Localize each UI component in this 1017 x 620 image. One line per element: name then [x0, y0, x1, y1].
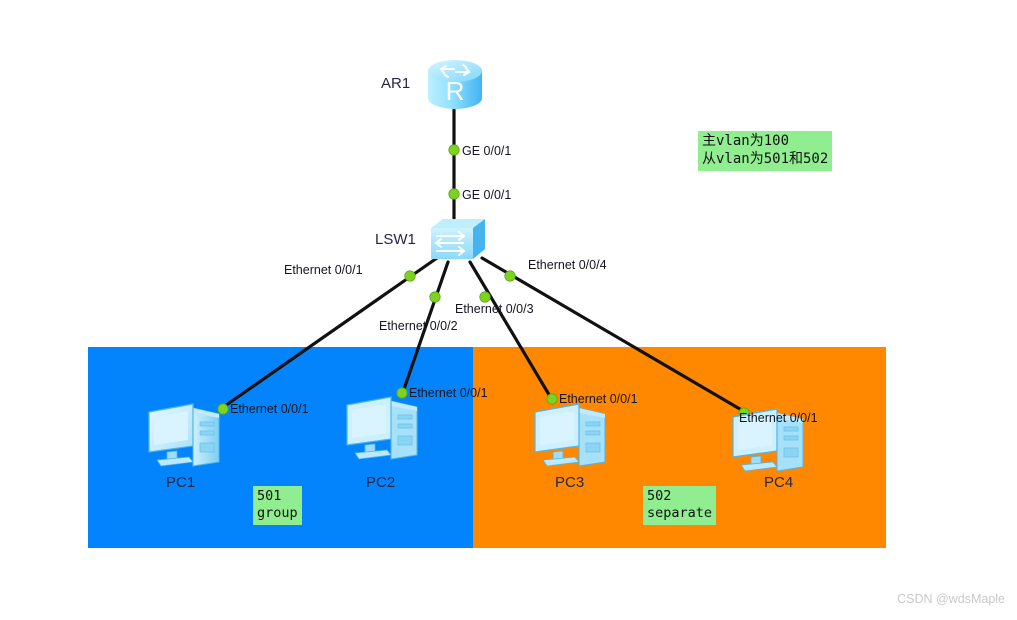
device-label-ar1: AR1	[381, 75, 411, 92]
link-dot-ge-router	[448, 144, 460, 156]
iface-label-pc4-eth: Ethernet 0/0/1	[739, 411, 818, 425]
iface-label-switch-eth-0-0-3: Ethernet 0/0/3	[455, 302, 534, 316]
iface-label-pc3-eth: Ethernet 0/0/1	[559, 392, 638, 406]
link-dot-eth-0-0-2	[429, 291, 441, 303]
iface-label-pc2-eth: Ethernet 0/0/1	[409, 386, 488, 400]
device-router-ar1[interactable]: R	[424, 56, 486, 114]
iface-label-switch-eth-0-0-2: Ethernet 0/0/2	[379, 319, 458, 333]
device-label-pc3: PC3	[555, 474, 585, 491]
link-dot-eth-0-0-4	[504, 270, 516, 282]
note-vlan-501: 501 group	[253, 486, 302, 525]
router-glyph: R	[446, 76, 465, 106]
device-switch-lsw1[interactable]	[423, 218, 487, 266]
device-label-pc1: PC1	[166, 474, 196, 491]
iface-label-switch-ge: GE 0/0/1	[462, 188, 512, 202]
iface-label-switch-eth-0-0-1: Ethernet 0/0/1	[284, 263, 363, 277]
note-vlan-summary: 主vlan为100 从vlan为501和502	[698, 131, 833, 171]
device-label-lsw1: LSW1	[375, 231, 416, 248]
iface-label-pc1-eth: Ethernet 0/0/1	[230, 402, 309, 416]
iface-label-router-ge: GE 0/0/1	[462, 144, 512, 158]
device-pc-pc3[interactable]	[531, 400, 615, 472]
link-dot-eth-0-0-1	[404, 270, 416, 282]
note-vlan-502: 502 separate	[643, 486, 717, 525]
device-label-pc2: PC2	[366, 474, 396, 491]
watermark: CSDN @wdsMaple	[897, 592, 1005, 606]
device-label-pc4: PC4	[764, 474, 794, 491]
device-pc-pc4[interactable]	[729, 405, 813, 477]
iface-label-switch-eth-0-0-4: Ethernet 0/0/4	[528, 258, 607, 272]
link-dot-eth-0-0-3	[479, 291, 491, 303]
link-dot-ge-switch	[448, 188, 460, 200]
device-pc-pc1[interactable]	[145, 400, 229, 472]
device-pc-pc2[interactable]	[343, 393, 427, 465]
